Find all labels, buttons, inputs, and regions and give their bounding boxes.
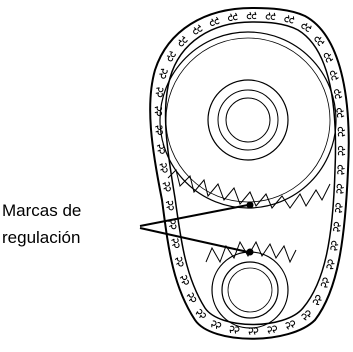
chain-link: [265, 12, 276, 20]
chain-link: [159, 162, 168, 173]
chain-link: [227, 12, 238, 22]
camshaft-sprocket-teeth: [167, 169, 331, 209]
chain-link: [155, 125, 163, 135]
chain-link: [329, 70, 339, 81]
chain-links: [154, 11, 346, 335]
chain-link: [267, 325, 277, 334]
chain-link: [179, 274, 189, 285]
chain-link: [178, 36, 188, 47]
chain-link: [284, 15, 295, 24]
chain-link: [159, 68, 168, 79]
chain-link: [337, 126, 346, 137]
chain-link: [211, 320, 222, 329]
chain-link: [326, 259, 335, 270]
chain-link: [337, 164, 345, 175]
timing-mark-upper: [246, 201, 254, 209]
chain-link: [333, 221, 341, 232]
chain-link: [320, 277, 330, 288]
chain-link: [335, 202, 343, 213]
chain-link: [155, 87, 164, 98]
chain-link: [336, 183, 344, 194]
chain-link: [209, 16, 220, 26]
chain-link: [166, 51, 176, 62]
chain-link: [312, 294, 322, 306]
callout-label-line1: Marcas de: [2, 201, 81, 220]
timing-mark-lower: [246, 248, 254, 256]
chain-link: [301, 310, 311, 321]
leader-line-upper: [139, 204, 249, 227]
chain-link: [186, 292, 197, 303]
chain-link: [248, 327, 259, 335]
chain-link: [162, 181, 171, 192]
chain-link: [193, 24, 203, 35]
chain-link: [171, 238, 180, 248]
chain-link: [314, 36, 325, 47]
camshaft-sprocket: [159, 31, 337, 209]
crankshaft-sprocket: [211, 251, 289, 329]
chain-link: [330, 240, 339, 251]
chain-link: [323, 52, 334, 63]
chain-outline-outer: [149, 6, 350, 340]
chain-link: [285, 320, 296, 330]
chain-link: [336, 107, 345, 118]
chain-link: [301, 22, 312, 32]
chain-link: [333, 89, 343, 100]
chain-link: [174, 256, 184, 267]
chain-link: [229, 325, 240, 334]
crankshaft-sprocket-teeth: [205, 240, 297, 264]
chain-link: [337, 145, 346, 156]
chain-link: [246, 11, 257, 20]
leader-line-lower: [139, 227, 249, 253]
callout-label-line2: regulación: [2, 228, 80, 247]
chain-link: [195, 308, 206, 319]
chain-outline-inner: [164, 21, 337, 326]
chain-link: [165, 200, 174, 211]
